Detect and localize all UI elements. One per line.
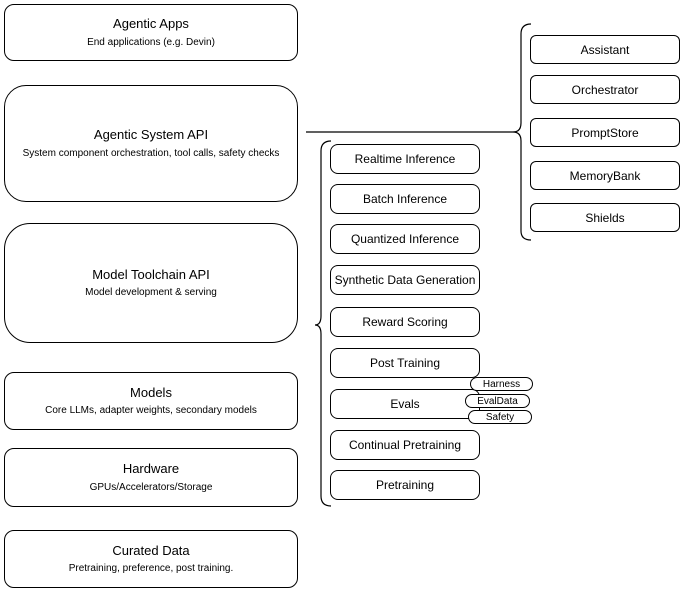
box-title: Model Toolchain API	[92, 266, 210, 282]
toolchain-item-post-training: Post Training	[330, 348, 480, 378]
component-promptstore: PromptStore	[530, 118, 680, 147]
box-subtitle: Pretraining, preference, post training.	[68, 563, 234, 575]
toolchain-item-quantized-inference: Quantized Inference	[330, 224, 480, 254]
box-title: Hardware	[122, 461, 180, 477]
eval-tag-harness: Harness	[470, 377, 533, 391]
box-subtitle: Core LLMs, adapter weights, secondary mo…	[45, 405, 257, 417]
box-curated-data: Curated Data Pretraining, preference, po…	[4, 530, 298, 588]
box-models: Models Core LLMs, adapter weights, secon…	[4, 372, 298, 430]
box-agentic-apps: Agentic Apps End applications (e.g. Devi…	[4, 4, 298, 61]
component-memorybank: MemoryBank	[530, 161, 680, 190]
toolchain-brace	[314, 140, 332, 507]
toolchain-item-continual-pretraining: Continual Pretraining	[330, 430, 480, 460]
toolchain-item-batch-inference: Batch Inference	[330, 184, 480, 214]
component-shields: Shields	[530, 203, 680, 232]
box-title: Models	[130, 384, 172, 400]
box-hardware: Hardware GPUs/Accelerators/Storage	[4, 448, 298, 507]
eval-tag-safety: Safety	[468, 410, 532, 424]
component-orchestrator: Orchestrator	[530, 75, 680, 104]
toolchain-item-synthetic-data-generation: Synthetic Data Generation	[330, 265, 480, 295]
box-subtitle: End applications (e.g. Devin)	[87, 36, 215, 48]
box-title: Agentic System API	[93, 127, 209, 143]
toolchain-item-realtime-inference: Realtime Inference	[330, 144, 480, 174]
box-model-toolchain-api: Model Toolchain API Model development & …	[4, 223, 298, 343]
eval-tag-evaldata: EvalData	[465, 394, 530, 408]
box-title: Curated Data	[112, 542, 190, 558]
box-subtitle: GPUs/Accelerators/Storage	[89, 481, 213, 493]
toolchain-item-pretraining: Pretraining	[330, 470, 480, 500]
system-components-brace	[512, 23, 532, 241]
box-subtitle: System component orchestration, tool cal…	[22, 147, 280, 159]
toolchain-item-reward-scoring: Reward Scoring	[330, 307, 480, 337]
box-title: Agentic Apps	[113, 16, 189, 32]
box-subtitle: Model development & serving	[85, 287, 217, 299]
toolchain-item-evals: Evals	[330, 389, 480, 419]
box-agentic-system-api: Agentic System API System component orch…	[4, 85, 298, 202]
component-assistant: Assistant	[530, 35, 680, 64]
